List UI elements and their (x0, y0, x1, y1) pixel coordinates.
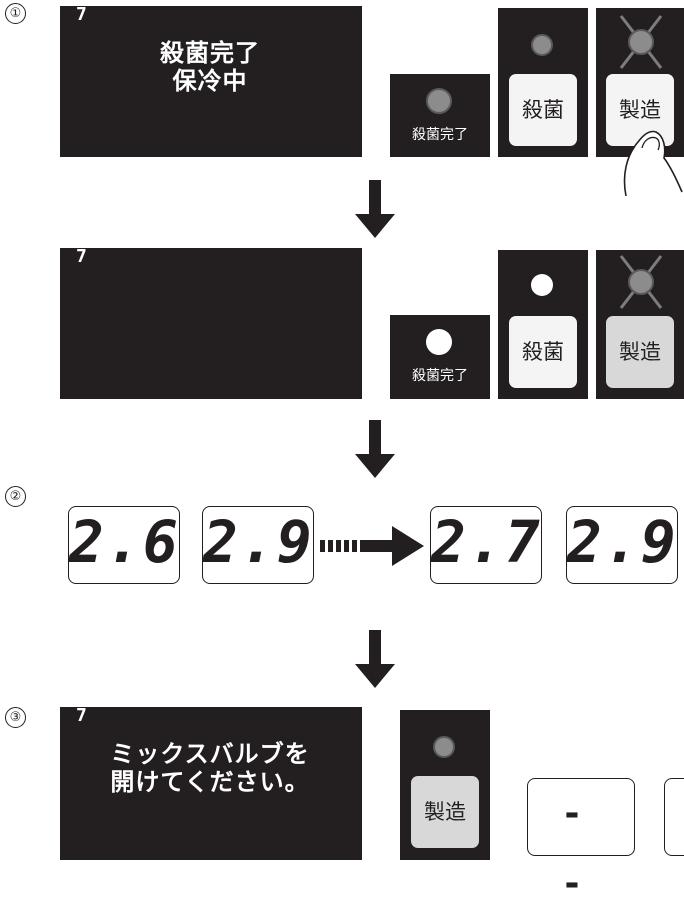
sterilize-lamp-on (531, 274, 553, 296)
sterilize-complete-lamp-on (426, 329, 452, 355)
temperature-value-4: 2.9 (567, 508, 678, 576)
sterilize-lamp (531, 34, 553, 56)
produce-panel: 製造 (596, 8, 684, 157)
sterilize-complete-label: 殺菌完了 (412, 127, 468, 143)
sterilize-button[interactable]: 殺菌 (509, 74, 577, 146)
sterilize-complete-label: 殺菌完了 (412, 368, 468, 384)
transition-arrow-icon (320, 526, 424, 566)
blinking-lamp-icon (619, 15, 663, 69)
lcd-line-1: 殺菌完了 (160, 39, 260, 67)
lcd-display-step1b: 7 (60, 246, 362, 399)
temperature-display-3: 2.7 (430, 506, 542, 584)
temperature-display-2: 2.9 (202, 506, 314, 584)
dash-value: - - (561, 793, 601, 904)
down-arrow-icon (355, 420, 395, 478)
step-number-1: ① (5, 3, 26, 24)
down-arrow-icon (355, 180, 395, 238)
produce-button[interactable]: 製造 (606, 74, 674, 146)
lcd-code: 7 (76, 4, 87, 25)
dash-display: - - (527, 778, 635, 904)
blinking-lamp-icon (619, 255, 663, 309)
lcd-line-2: 開けてください。 (110, 768, 310, 796)
temperature-value-1: 2.6 (69, 508, 180, 576)
sterilize-complete-panel-b: 殺菌完了 (390, 315, 490, 399)
temperature-value-3: 2.7 (431, 508, 542, 576)
temperature-display-partial (664, 778, 684, 856)
sterilize-complete-panel: 殺菌完了 (390, 74, 490, 157)
temperature-display-4: 2.9 (566, 506, 678, 584)
sterilize-panel: 殺菌 (498, 8, 588, 157)
produce-button[interactable]: 製造 (411, 776, 479, 848)
lcd-display-step3: 7 ミックスバルブを 開けてください。 (60, 705, 362, 860)
sterilize-button[interactable]: 殺菌 (509, 316, 577, 388)
lcd-line-1: ミックスバルブを (110, 740, 310, 768)
lcd-line-2: 保冷中 (172, 67, 248, 95)
lcd-code: 7 (76, 246, 87, 267)
sterilize-complete-lamp (426, 88, 452, 114)
temperature-value-2: 2.9 (203, 508, 314, 576)
pressing-finger-icon (623, 130, 683, 197)
produce-lamp (433, 736, 455, 758)
produce-button[interactable]: 製造 (606, 316, 674, 388)
temperature-display-1: 2.6 (68, 506, 180, 584)
step-number-3: ③ (5, 707, 26, 728)
lcd-display-step1: 7 殺菌完了 保冷中 (60, 4, 362, 157)
produce-panel-c: 製造 (400, 710, 490, 860)
produce-panel-b: 製造 (596, 250, 684, 399)
step-number-2: ② (5, 486, 26, 507)
sterilize-panel-b: 殺菌 (498, 250, 588, 399)
lcd-code: 7 (76, 705, 87, 726)
down-arrow-icon (355, 630, 395, 688)
